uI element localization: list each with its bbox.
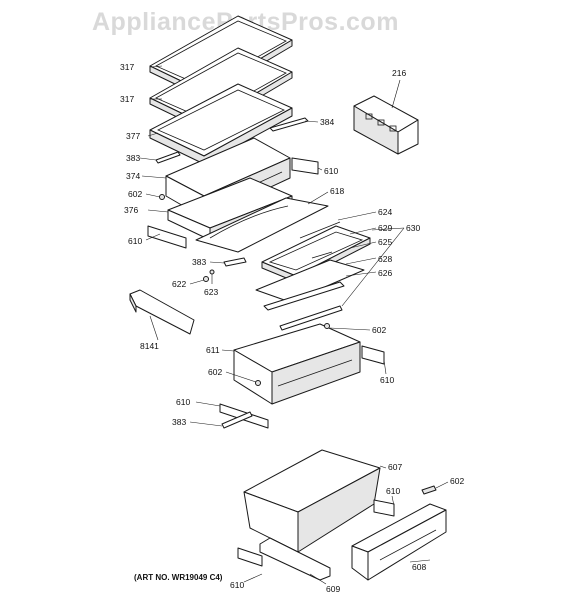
callout-317-upper: 317 <box>120 62 134 72</box>
clip-623[interactable] <box>209 269 215 275</box>
screw-622[interactable] <box>203 276 209 282</box>
drawer-front-608[interactable] <box>351 503 447 581</box>
drawer-611[interactable] <box>233 305 361 405</box>
callout-216: 216 <box>392 68 406 78</box>
handle-8141[interactable] <box>129 289 195 335</box>
callout-376: 376 <box>124 205 138 215</box>
callout-383-lower: 383 <box>172 417 186 427</box>
callout-611: 611 <box>206 345 220 355</box>
callout-383-mid: 383 <box>192 257 206 267</box>
shelf-frame-377[interactable] <box>149 83 293 165</box>
callout-602-mid-right: 602 <box>372 325 386 335</box>
callout-610-mid-right: 610 <box>380 375 394 385</box>
callout-384: 384 <box>320 117 334 127</box>
art-number: (ART NO. WR19049 C4) <box>134 573 223 582</box>
bar-383-lower[interactable] <box>221 411 253 429</box>
callout-629: 629 <box>378 223 392 233</box>
callout-602-lower: 602 <box>450 476 464 486</box>
callout-628: 628 <box>378 254 392 264</box>
callout-602-mid-left: 602 <box>208 367 222 377</box>
callout-317-lower: 317 <box>120 94 134 104</box>
callout-8141: 8141 <box>140 341 159 351</box>
callout-602-upper: 602 <box>128 189 142 199</box>
callout-610-upper-right: 610 <box>324 166 338 176</box>
callout-630: 630 <box>406 223 420 233</box>
bar-383-mid[interactable] <box>223 257 247 267</box>
callout-610-lower-left: 610 <box>230 580 244 590</box>
slide-610-upper-left[interactable] <box>147 225 187 249</box>
callout-610-mid-left: 610 <box>176 397 190 407</box>
callout-608: 608 <box>412 562 426 572</box>
callout-626: 626 <box>378 268 392 278</box>
callout-377: 377 <box>126 131 140 141</box>
bar-609[interactable] <box>259 537 331 581</box>
slide-610-lower-left[interactable] <box>237 547 263 567</box>
cover-assembly-630[interactable] <box>255 221 371 311</box>
callout-610-upper-left: 610 <box>128 236 142 246</box>
callout-622: 622 <box>172 279 186 289</box>
callout-609: 609 <box>326 584 340 594</box>
screw-602-lower[interactable] <box>421 485 437 495</box>
bin-607[interactable] <box>243 449 381 553</box>
door-bin-216[interactable] <box>353 95 419 155</box>
callout-618: 618 <box>330 186 344 196</box>
callout-374: 374 <box>126 171 140 181</box>
callout-623: 623 <box>204 287 218 297</box>
cover-618[interactable] <box>195 197 329 253</box>
callout-607: 607 <box>388 462 402 472</box>
callout-624: 624 <box>378 207 392 217</box>
slide-610-upper-right[interactable] <box>291 157 319 175</box>
leader-lines <box>139 65 449 585</box>
slide-610-mid-right[interactable] <box>361 345 385 365</box>
slide-610-lower-right[interactable] <box>373 499 395 517</box>
callout-625: 625 <box>378 237 392 247</box>
screw-602-mid-left[interactable] <box>255 380 261 386</box>
callout-383-upper: 383 <box>126 153 140 163</box>
bar-383-upper[interactable] <box>155 151 181 164</box>
screw-602-upper[interactable] <box>159 194 165 200</box>
screw-602-mid-right[interactable] <box>324 323 330 329</box>
callout-610-lower-right: 610 <box>386 486 400 496</box>
